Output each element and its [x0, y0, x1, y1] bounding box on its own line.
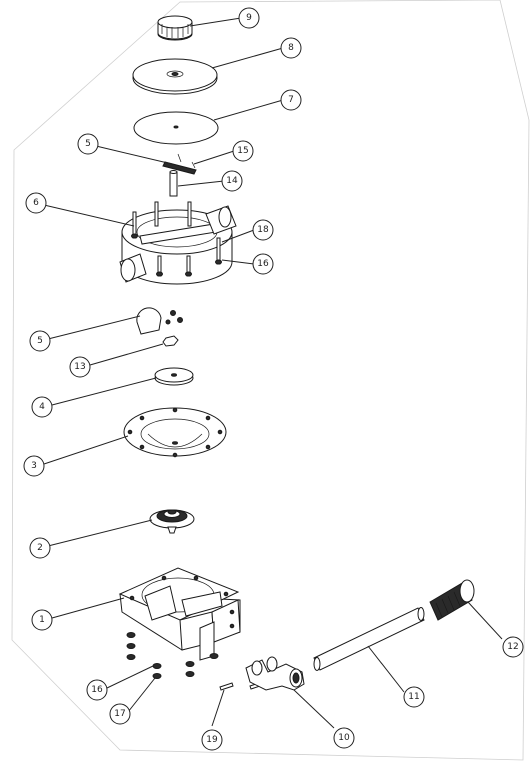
callout-c2: 2	[29, 537, 51, 559]
callout-c12: 12	[502, 636, 524, 658]
callout-circle	[403, 686, 425, 708]
part-10-lever	[245, 656, 305, 691]
callout-label: 13	[74, 362, 85, 372]
callout-label: 6	[33, 198, 39, 208]
callout-c6: 6	[25, 192, 47, 214]
callout-c16b: 16	[86, 679, 108, 701]
callout-c5b: 5	[29, 330, 51, 352]
leader-lines	[43, 17, 503, 729]
callout-label: 17	[114, 709, 125, 719]
part-2-valve	[149, 509, 195, 534]
callout-circle	[69, 356, 91, 378]
callout-c1: 1	[31, 609, 53, 631]
part-1-lower-housing	[118, 567, 241, 661]
callout-c14: 14	[221, 170, 243, 192]
callout-circle	[232, 140, 254, 162]
part-9-cap	[157, 15, 193, 41]
part-14-pin	[169, 170, 178, 197]
part-12-grip	[429, 579, 475, 621]
part-11-tube	[313, 607, 425, 671]
callout-c5a: 5	[77, 133, 99, 155]
callout-label: 4	[39, 402, 45, 412]
callout-circle	[86, 679, 108, 701]
callout-circle	[201, 729, 223, 751]
callout-c9: 9	[238, 7, 260, 29]
callout-label: 11	[408, 692, 419, 702]
sheet-outline	[11, 0, 530, 761]
part-3-diaphragm	[123, 407, 227, 458]
callout-label: 12	[507, 642, 518, 652]
callout-c8: 8	[280, 37, 302, 59]
callout-label: 16	[91, 685, 103, 695]
callout-label: 5	[85, 139, 91, 149]
callout-circle	[238, 7, 260, 29]
callout-label: 7	[288, 95, 294, 105]
callout-label: 3	[31, 461, 37, 471]
callout-circle	[280, 37, 302, 59]
callout-c11: 11	[403, 686, 425, 708]
callout-circle	[109, 703, 131, 725]
callout-c13: 13	[69, 356, 91, 378]
callout-circle	[252, 253, 274, 275]
callout-c10: 10	[333, 727, 355, 749]
callout-circle	[333, 727, 355, 749]
callout-circle	[29, 537, 51, 559]
part-8-cover	[132, 58, 218, 95]
callout-label: 19	[206, 735, 218, 745]
callout-label: 14	[226, 176, 238, 186]
callout-label: 8	[288, 43, 294, 53]
callout-label: 15	[237, 146, 248, 156]
part-4-disc	[154, 367, 194, 386]
callout-label: 18	[257, 225, 269, 235]
callout-circle	[25, 192, 47, 214]
callout-c19: 19	[201, 729, 223, 751]
callout-label: 2	[37, 543, 43, 553]
callout-circle	[280, 89, 302, 111]
callout-c18: 18	[252, 219, 274, 241]
callout-label: 1	[39, 615, 45, 625]
callout-c15: 15	[232, 140, 254, 162]
part-15-screws	[162, 153, 197, 175]
part-13-nut	[162, 335, 179, 347]
callout-label: 10	[338, 733, 350, 743]
upper-housing	[119, 201, 237, 285]
part-16-17-nuts	[126, 632, 219, 679]
callout-circle	[221, 170, 243, 192]
callout-circle	[252, 219, 274, 241]
callout-label: 16	[257, 259, 269, 269]
part-5-bracket	[136, 307, 183, 335]
callout-circle	[31, 396, 53, 418]
callout-group: 9 8 7 5 15 14 6 18 16 5 13 4 3 2 1 16 17 19 10 11 12	[23, 7, 524, 751]
callout-c4: 4	[31, 396, 53, 418]
callout-c16a: 16	[252, 253, 274, 275]
callout-circle	[23, 455, 45, 477]
callout-label: 5	[37, 336, 43, 346]
callout-c7: 7	[280, 89, 302, 111]
part-7-membrane	[133, 111, 219, 145]
callout-circle	[502, 636, 524, 658]
callout-circle	[77, 133, 99, 155]
callout-c17: 17	[109, 703, 131, 725]
callout-circle	[29, 330, 51, 352]
callout-label: 9	[246, 13, 252, 23]
callout-c3: 3	[23, 455, 45, 477]
callout-circle	[31, 609, 53, 631]
